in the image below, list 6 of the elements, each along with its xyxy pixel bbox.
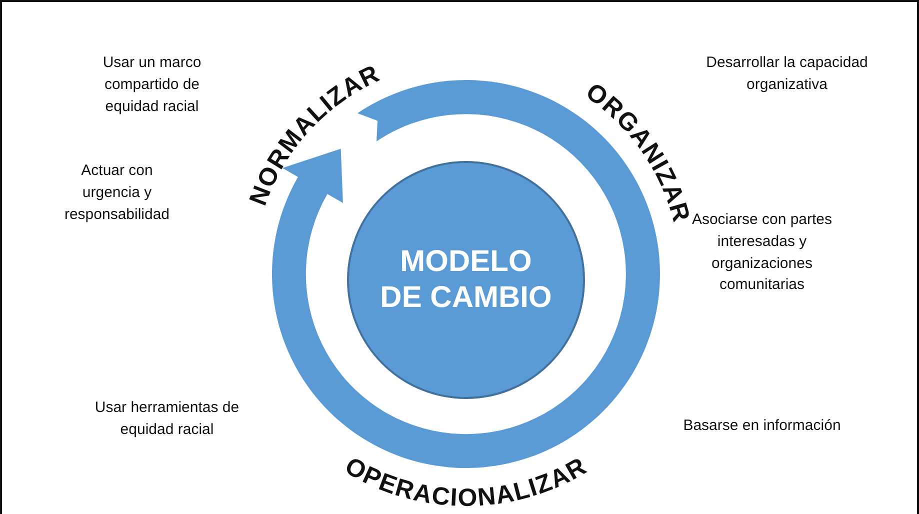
circle-title: MODELO DE CAMBIO — [379, 244, 553, 316]
description-text: Basarse en información — [682, 416, 842, 436]
description-text: Actuar con urgencia y responsabilidad — [63, 161, 171, 224]
description-text: Desarrollar la capacidad organizativa — [705, 53, 869, 95]
description-text: Usar un marco compartido de equidad racial — [102, 53, 202, 116]
description-text: Usar herramientas de equidad racial — [94, 398, 240, 440]
